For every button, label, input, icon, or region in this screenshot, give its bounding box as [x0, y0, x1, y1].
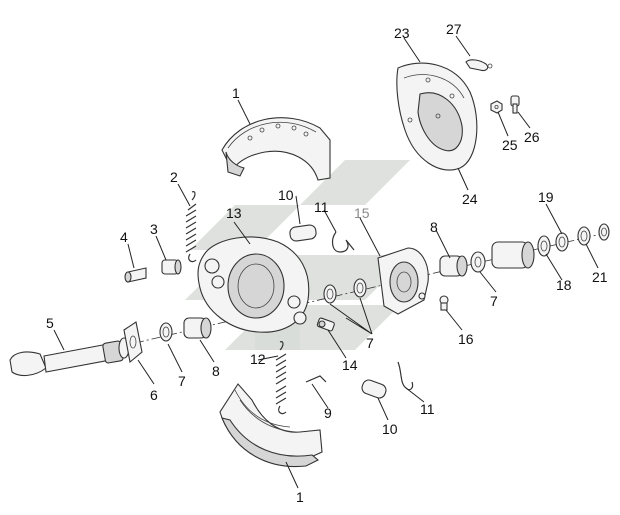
callout-c8b: 8 — [430, 219, 438, 235]
upper-return-spring — [185, 191, 197, 263]
callout-c14: 14 — [342, 357, 358, 373]
callout-c6: 6 — [150, 387, 158, 403]
callout-c10a: 10 — [278, 187, 294, 203]
callout-c9: 9 — [324, 405, 332, 421]
callout-c7a: 7 — [178, 373, 186, 389]
camshaft-bracket — [377, 247, 429, 315]
upper-spring-clip — [331, 231, 355, 253]
camshaft-washer — [123, 321, 143, 364]
callout-c7b: 7 — [366, 335, 374, 351]
roller — [161, 259, 182, 275]
callout-c16: 16 — [458, 331, 474, 347]
callout-c5: 5 — [46, 315, 54, 331]
callout-c8a: 8 — [212, 363, 220, 379]
retaining-clip — [465, 59, 493, 72]
callout-c26: 26 — [524, 129, 540, 145]
callout-c25: 25 — [502, 137, 518, 153]
callout-c11b: 11 — [420, 401, 435, 417]
callout-c1b: 1 — [296, 489, 304, 505]
dust-shield — [396, 62, 478, 171]
callout-c10b: 10 — [382, 421, 398, 437]
middle-seal-rings — [323, 278, 367, 304]
small-bolt — [510, 95, 520, 114]
callout-c21: 21 — [592, 269, 608, 285]
left-rings-bushing — [159, 317, 212, 342]
callout-labels: 1 1 2 3 4 5 6 7 7 7 8 8 9 10 10 11 11 12… — [46, 21, 608, 505]
callout-c2: 2 — [170, 169, 178, 185]
leader-lines — [53, 35, 599, 489]
lower-spring-clip — [397, 361, 414, 391]
callout-c13: 13 — [226, 205, 242, 221]
assembly-axis-line — [134, 231, 611, 344]
callout-c4: 4 — [120, 229, 128, 245]
camshaft — [9, 337, 130, 377]
callout-c23: 23 — [394, 25, 410, 41]
adjusting-screw — [316, 317, 335, 332]
callout-c19: 19 — [538, 189, 554, 205]
callout-c27: 27 — [446, 21, 462, 37]
shoe-clip-pin — [305, 375, 327, 383]
callout-c1a: 1 — [232, 85, 240, 101]
small-nut — [490, 100, 503, 114]
upper-brake-shoe — [221, 117, 331, 181]
callout-c15: 15 — [354, 205, 370, 221]
callout-c3: 3 — [150, 221, 158, 237]
callout-c7c: 7 — [490, 293, 498, 309]
callout-c24: 24 — [462, 191, 478, 207]
lower-pin — [361, 379, 387, 399]
right-bushings — [439, 223, 610, 277]
lower-brake-shoe — [219, 383, 323, 468]
anchor-pin — [124, 267, 147, 283]
callout-c18: 18 — [556, 277, 572, 293]
lower-return-spring — [275, 341, 287, 415]
upper-pin — [289, 224, 317, 242]
brake-spider — [197, 236, 310, 333]
callout-c12: 12 — [250, 351, 266, 367]
callout-c11a: 11 — [314, 199, 329, 215]
grease-fitting — [439, 295, 449, 311]
